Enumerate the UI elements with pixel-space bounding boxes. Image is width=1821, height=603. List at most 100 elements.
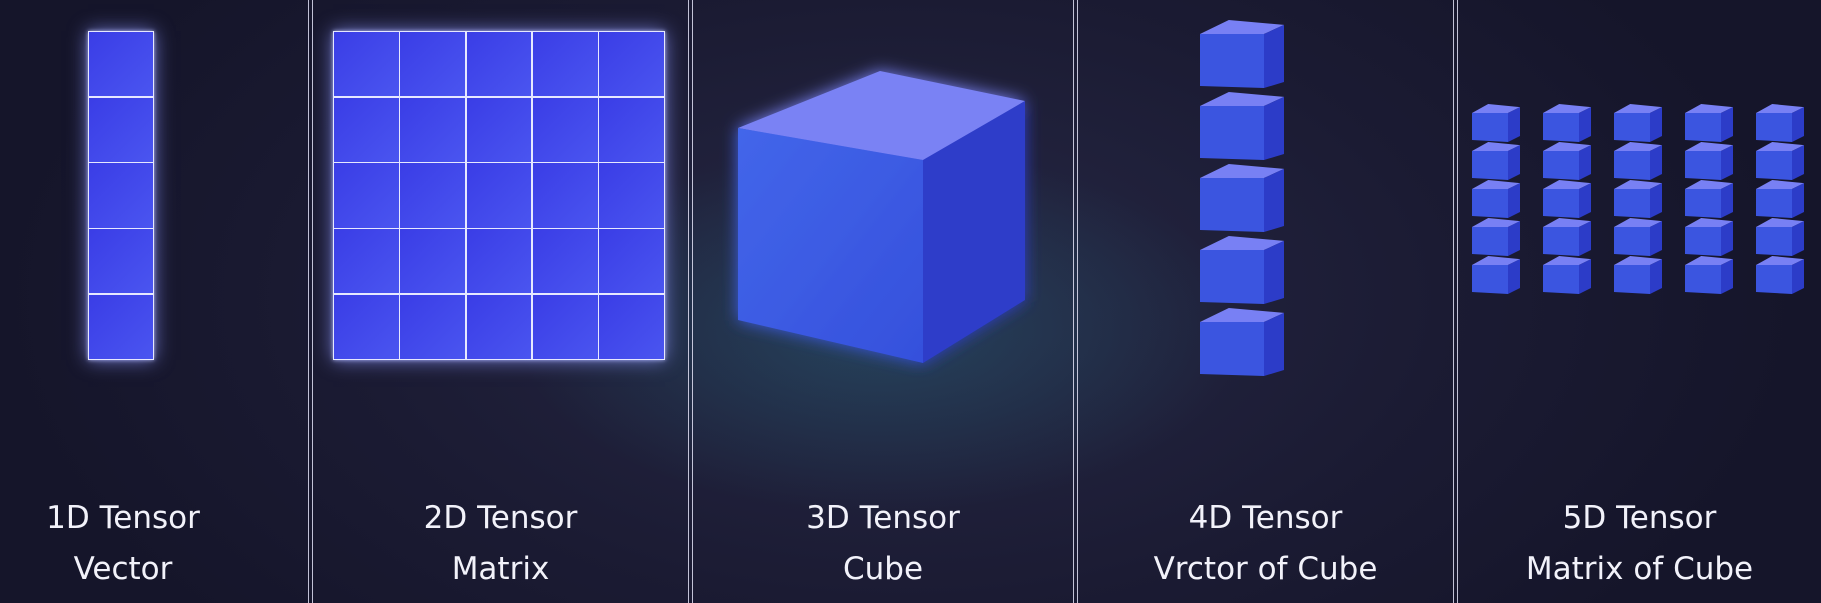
cube-5d [1543, 104, 1591, 142]
cube-5d [1614, 256, 1662, 294]
cube-top-face [1685, 180, 1733, 189]
cube-front-face [1756, 227, 1792, 256]
cube-top-face [1685, 142, 1733, 151]
cube-top-face [1614, 142, 1662, 151]
matrix-cell [400, 294, 466, 359]
cube-front-face [1614, 113, 1650, 142]
cube-side-face [1650, 259, 1662, 294]
cube-side-face [1792, 221, 1804, 256]
panel-divider [688, 0, 693, 603]
cube-5d [1756, 256, 1804, 294]
cube-side-face [1792, 145, 1804, 180]
cube-side-face [1508, 107, 1520, 142]
cube-front-face [1685, 265, 1721, 294]
cube-top-face [1756, 180, 1804, 189]
panel-divider [308, 0, 313, 603]
panel-4d-tensor: 4D Tensor Vrctor of Cube [1078, 0, 1453, 603]
matrix-cell [532, 32, 598, 97]
cube-side-face [1579, 259, 1591, 294]
cube-4d [1200, 20, 1284, 88]
cube-side-face [1650, 145, 1662, 180]
cube-5d [1472, 180, 1520, 218]
cube-5d [1472, 218, 1520, 256]
cube-5d [1472, 256, 1520, 294]
cube-top-face [1472, 256, 1520, 265]
cube-front-face [1614, 189, 1650, 218]
cube-5d [1685, 256, 1733, 294]
cube-side-face [1650, 221, 1662, 256]
cube-front-face [1543, 227, 1579, 256]
cube-top-face [1543, 180, 1591, 189]
panel-title: 4D Tensor [1188, 500, 1343, 536]
cube-front-face [1614, 151, 1650, 180]
cube-front-face [1614, 265, 1650, 294]
cube-4d [1200, 92, 1284, 160]
cube-top-face [1200, 164, 1284, 178]
matrix-cell [466, 97, 532, 162]
cube-side-face [1579, 145, 1591, 180]
panel-title: 2D Tensor [423, 500, 578, 536]
matrix-cell [599, 163, 664, 228]
cube-5d [1756, 104, 1804, 142]
cube-front-face [1543, 189, 1579, 218]
vector-cell [89, 32, 153, 97]
cube-side-face [1508, 259, 1520, 294]
cube-5d [1756, 142, 1804, 180]
cube-5d [1543, 256, 1591, 294]
cube-front-face [1472, 113, 1508, 142]
cube-side-face [1721, 107, 1733, 142]
panel-1d-tensor: 1D Tensor Vector [0, 0, 308, 603]
vector-cell [89, 229, 153, 294]
panel-5d-tensor: 5D Tensor Matrix of Cube [1458, 0, 1821, 603]
cube-side-face [1579, 221, 1591, 256]
matrix-cell [532, 163, 598, 228]
cube-top-face [1614, 104, 1662, 113]
panel-3d-tensor: 3D Tensor Cube [693, 0, 1073, 603]
cube-matrix-art [1472, 104, 1804, 294]
cube-top-face [1200, 92, 1284, 106]
cube-front-face [1756, 113, 1792, 142]
matrix-cell [532, 294, 598, 359]
cube-5d [1614, 218, 1662, 256]
cube-front-face [1200, 106, 1264, 160]
cube-top-face [1543, 104, 1591, 113]
cube-front-face [1200, 250, 1264, 304]
cube-front-face [1685, 189, 1721, 218]
matrix-cell [532, 229, 598, 294]
matrix-cell [466, 32, 532, 97]
cube-5d [1472, 142, 1520, 180]
cube-column-art [1200, 20, 1284, 376]
cube-5d [1756, 218, 1804, 256]
cube-5d [1685, 180, 1733, 218]
cube-side-face [1264, 312, 1284, 376]
cube-top-face [1756, 218, 1804, 227]
cube-front-face [1685, 151, 1721, 180]
matrix-cell [599, 294, 664, 359]
cube-side-face [1792, 107, 1804, 142]
cube-front-face [1756, 151, 1792, 180]
matrix-cell [599, 32, 664, 97]
matrix-cell [334, 229, 399, 294]
panel-title: 5D Tensor [1562, 500, 1717, 536]
cube-top-face [1614, 180, 1662, 189]
cube-side-face [1650, 107, 1662, 142]
cube-front-face [1685, 227, 1721, 256]
cube-side-face [1650, 183, 1662, 218]
single-cube-art [738, 71, 1025, 363]
cube-5d [1685, 104, 1733, 142]
matrix-cell [400, 32, 466, 97]
cube-side-face [1508, 145, 1520, 180]
cube-front-face [1756, 189, 1792, 218]
matrix-cell [599, 229, 664, 294]
panel-title: 1D Tensor [46, 500, 200, 536]
cube-side-face [1264, 24, 1284, 88]
matrix-cell [400, 163, 466, 228]
cube-front-face [1472, 189, 1508, 218]
panel-title: 3D Tensor [806, 500, 960, 536]
panel-subtitle: Matrix of Cube [1525, 551, 1754, 587]
cube-top-face [1472, 104, 1520, 113]
matrix-cell [599, 97, 664, 162]
cube-front-face [1200, 178, 1264, 232]
cube-front-face [1472, 265, 1508, 294]
